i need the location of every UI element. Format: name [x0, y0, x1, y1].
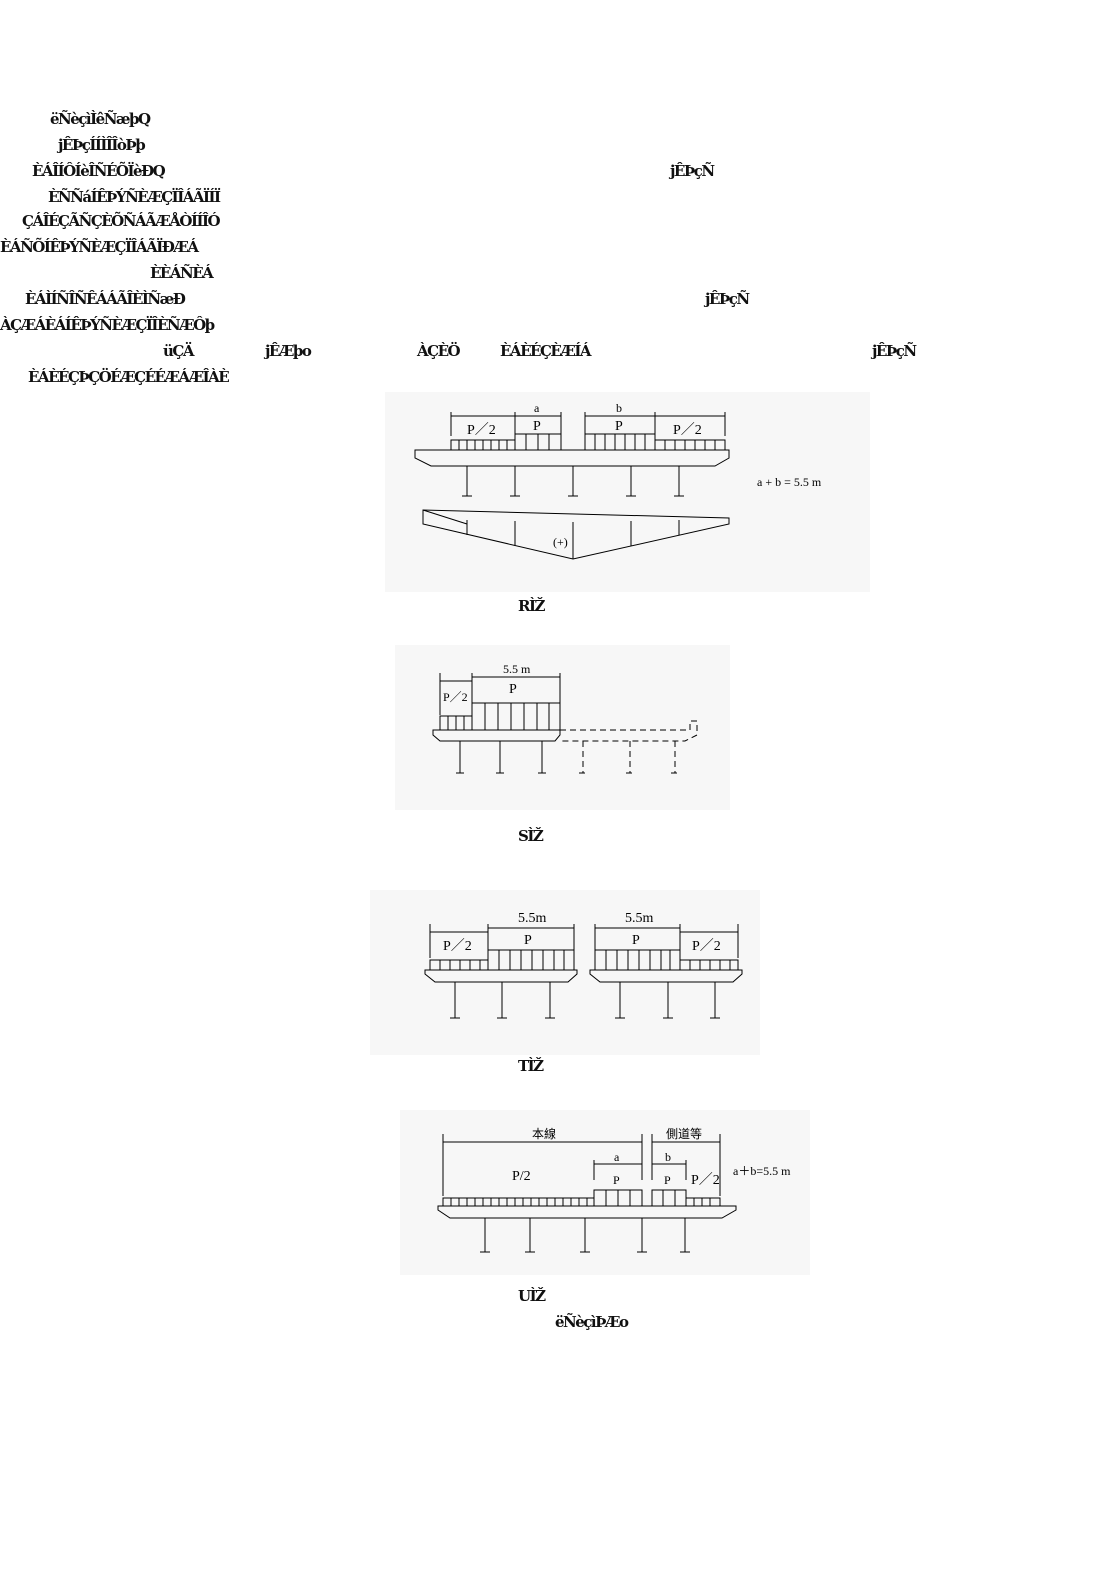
fig4-main-line: 本線 [532, 1126, 556, 1141]
fig1-load-b: P [615, 419, 623, 434]
text-line-4: ÈÑÑáÍÊÞÝÑÈÆÇÏÎÁÃÏÍÏ [48, 188, 221, 206]
text-line-1: ëÑèçìÌêÑæþQ [50, 110, 151, 128]
figure-1-load-diagram: a b P／2 P P P／2 a + b = 5.5 m (+) [385, 392, 870, 592]
fig2-load-half: P／2 [443, 690, 468, 704]
fig1-load-half-right: P／2 [673, 422, 702, 438]
text-line-3: ÈÁÎÍÔÍèÎÑÉÕÏèÐQ [32, 162, 166, 180]
fig2-dim: 5.5 m [503, 662, 531, 676]
text-line-10d: ÈÁÈÉÇÈÆÍÁ [500, 342, 591, 360]
fig1-load-a: P [533, 419, 541, 434]
fig3-load-half-right: P／2 [692, 938, 721, 954]
figure-2-caption: SÌŽ [518, 827, 544, 845]
fig4-load-half-right: P／2 [691, 1172, 720, 1188]
fig4-load-b: P [664, 1173, 671, 1187]
fig3-load-p-left: P [524, 933, 532, 948]
text-line-10c: ÀÇÈÖ [417, 342, 461, 360]
text-line-10a: üÇÄ [163, 342, 194, 360]
text-line-6: ÈÁÑÕÍÊÞÝÑÈÆÇÏÎÁÃÏÐÆÁ [0, 238, 199, 256]
bottom-text-line: ëÑèçìÞÆo [555, 1313, 629, 1331]
figure-2-load-diagram: 5.5 m P／2 P [395, 645, 730, 810]
text-line-10b: jÊÆþo [265, 342, 312, 360]
fig3-dim-left: 5.5m [518, 911, 547, 926]
figure-3-caption: TÌŽ [518, 1057, 544, 1075]
text-line-2: jÊÞçÍÍÌÎÎòÞþ [58, 136, 146, 154]
fig1-sign: (+) [553, 535, 568, 549]
text-line-10-ref: jÊÞçÑ [872, 342, 917, 360]
text-line-11: ÈÁÈÉÇÞÇÖÉÆÇÉÉÆÁÆÎÀÈ [28, 368, 230, 386]
figure-4-load-diagram: 本線 側道等 P/2 a b P P P／2 a＋b=5.5 m [400, 1110, 810, 1275]
fig4-load-a: P [613, 1173, 620, 1187]
fig4-dim-b: b [665, 1150, 671, 1164]
figure-3-load-diagram: 5.5m 5.5m P／2 P P P／2 [370, 890, 760, 1055]
fig4-dim-a: a [614, 1150, 620, 1164]
text-line-7: ÈÈÁÑÈÁ [150, 264, 214, 282]
fig1-formula: a + b = 5.5 m [757, 475, 822, 489]
text-line-9: ÀÇÆÁÈÁÍÊÞÝÑÈÆÇÏÎÈÑÆÔþ [0, 316, 215, 334]
figure-4-caption: UÌŽ [518, 1287, 546, 1305]
text-line-8: ÈÁÌÍÑÎÑÊÁÁÃÎÈÌÑæÐ [25, 290, 186, 308]
text-line-5: ÇÁÎÉÇÃÑÇÈÕÑÁÃÆÅÒÍÍÎÓ [22, 212, 221, 230]
text-line-8-ref: jÊÞçÑ [705, 290, 750, 308]
fig4-side-road: 側道等 [666, 1127, 702, 1141]
fig3-load-p-right: P [632, 933, 640, 948]
fig4-load-half-left: P/2 [512, 1169, 531, 1184]
fig1-dim-a: a [534, 401, 540, 415]
fig3-load-half-left: P／2 [443, 938, 472, 954]
fig1-dim-b: b [616, 401, 622, 415]
fig2-load-p: P [509, 682, 517, 697]
fig1-load-half-left: P／2 [467, 422, 496, 438]
fig3-dim-right: 5.5m [625, 911, 654, 926]
figure-1-caption: RÌŽ [518, 597, 545, 615]
text-line-3-ref: jÊÞçÑ [670, 162, 715, 180]
fig4-formula: a＋b=5.5 m [733, 1164, 791, 1178]
